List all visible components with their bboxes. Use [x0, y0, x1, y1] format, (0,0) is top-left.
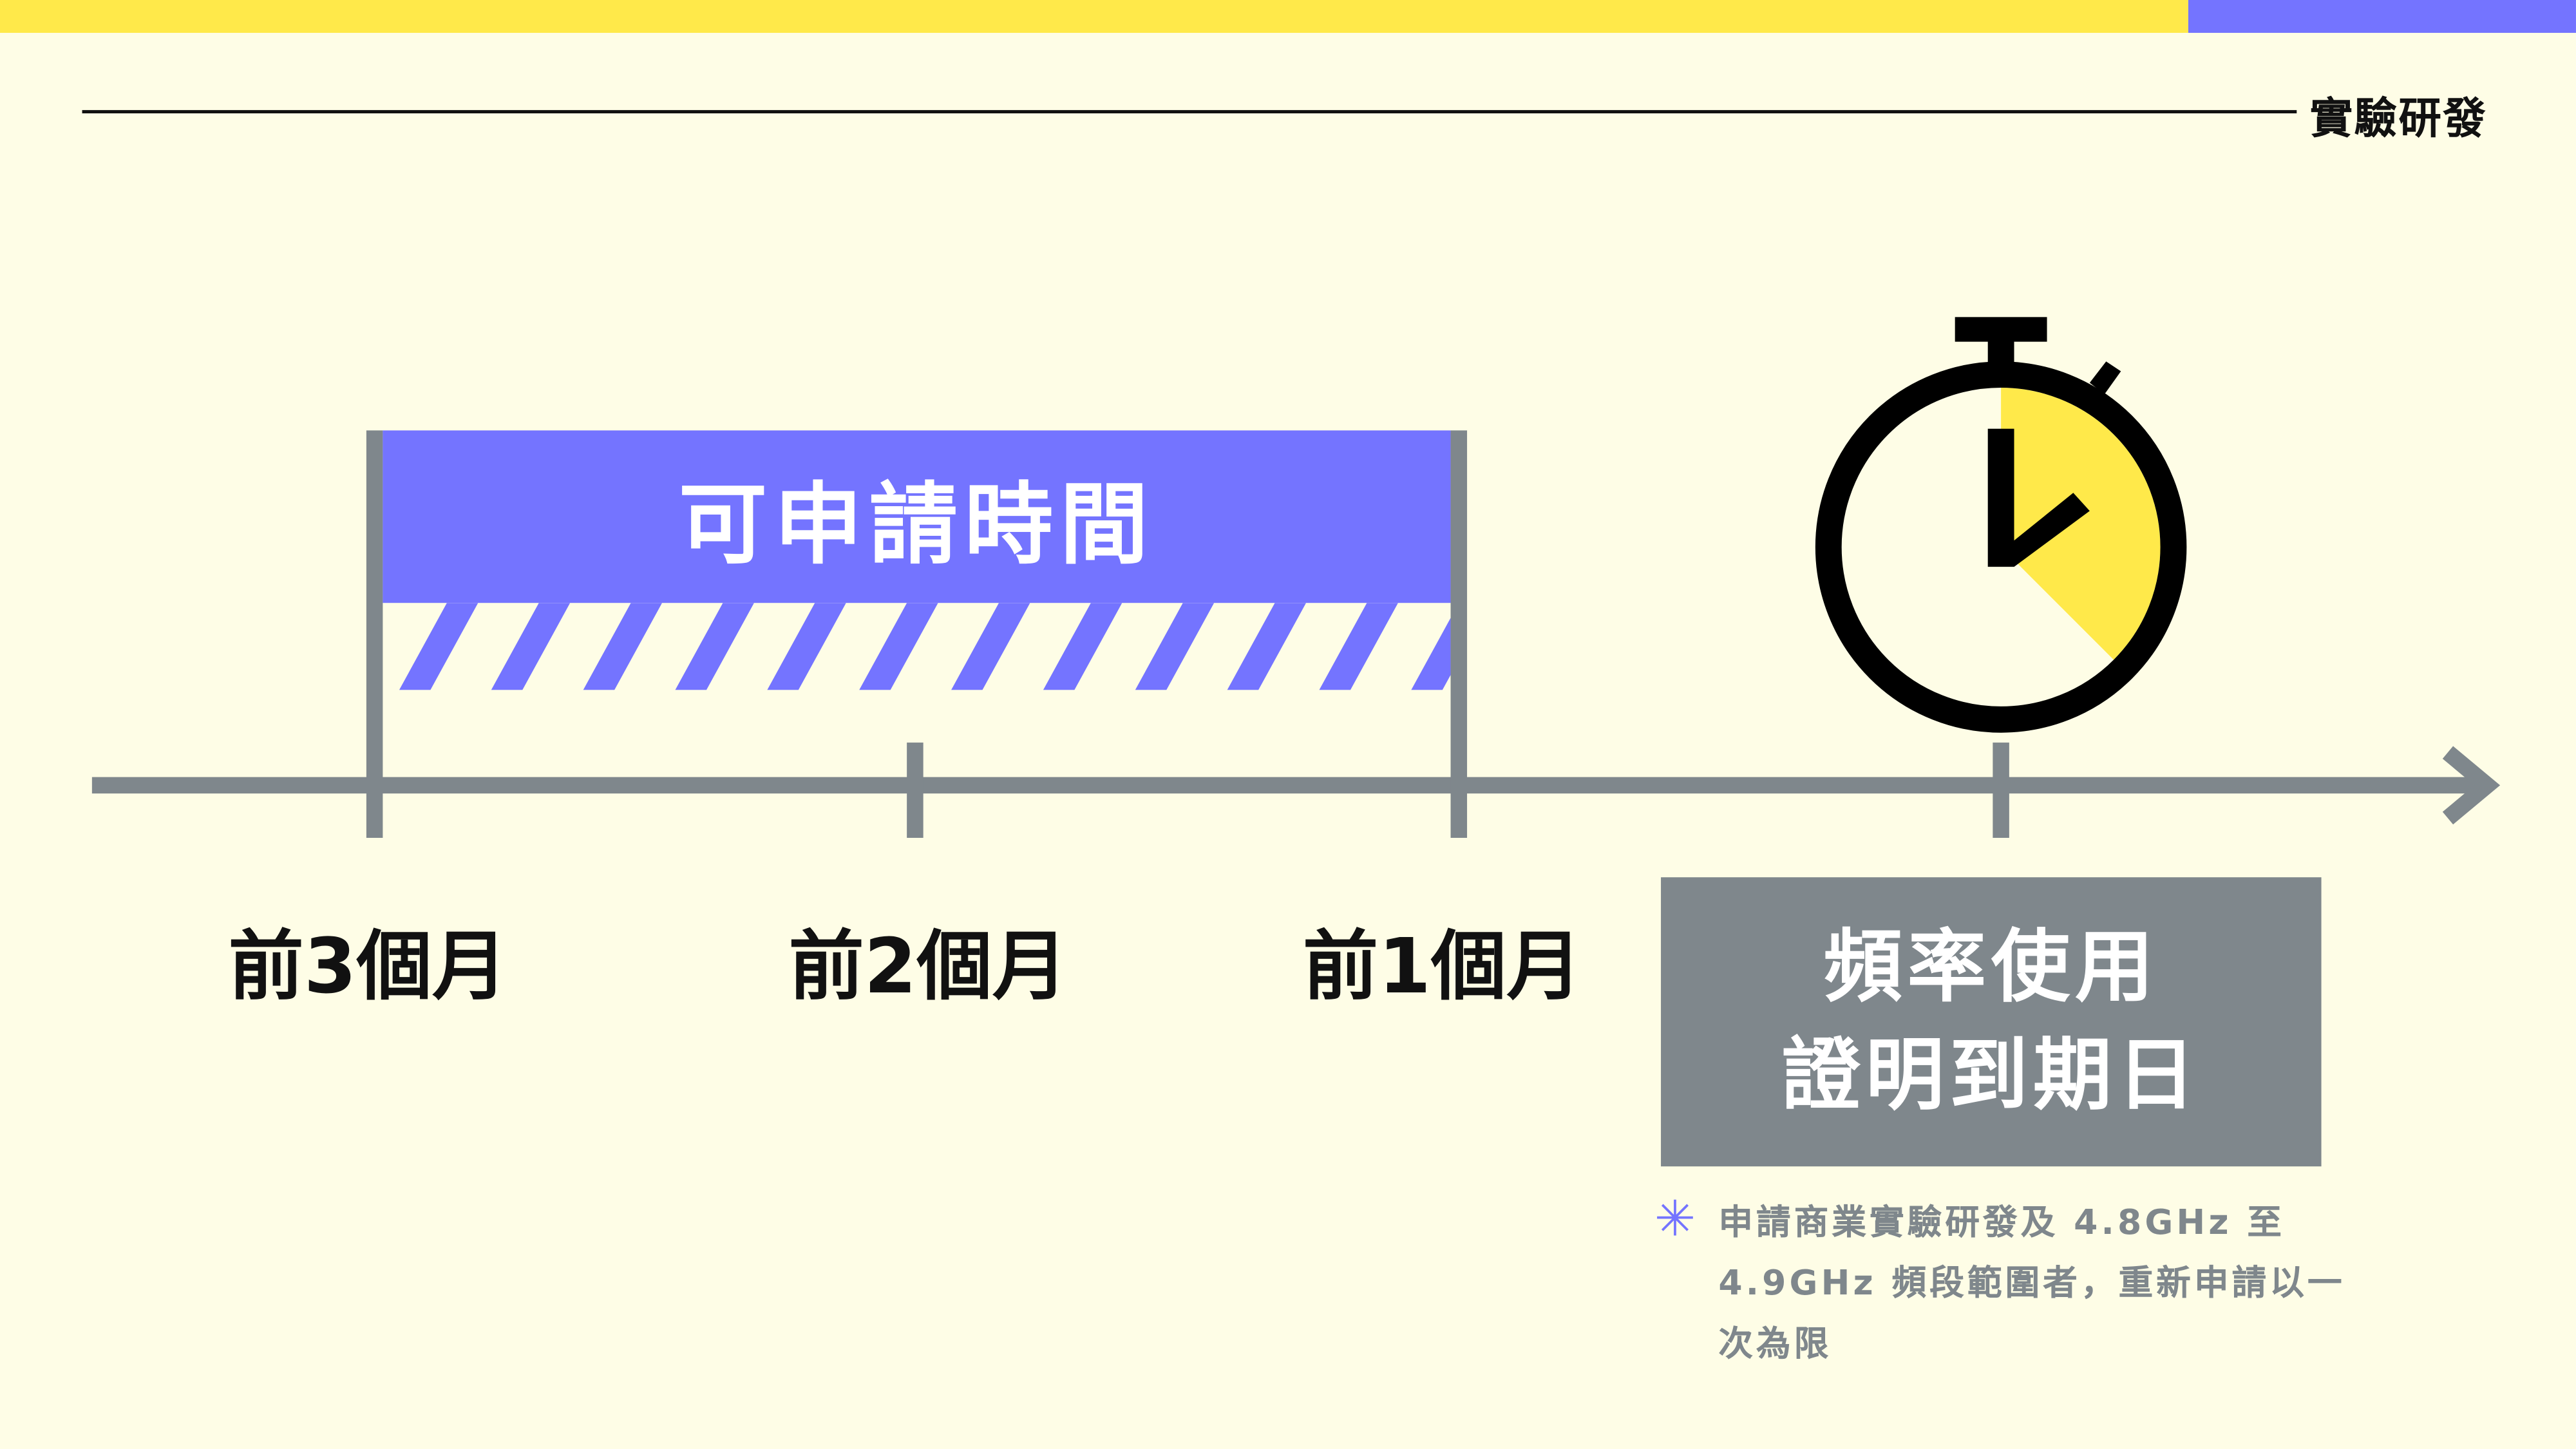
available-period-bar: 可申請時間: [383, 430, 1451, 603]
header-divider: [82, 109, 2297, 114]
stopwatch-icon: [1815, 317, 2187, 733]
footnote: 申請商業實驗研發及 4.8GHz 至 4.9GHz 頻段範圍者，重新申請以一次為…: [1718, 1202, 2345, 1364]
hatch-stripe: [399, 603, 478, 690]
hatch-stripe: [767, 603, 846, 690]
hatched-band: [399, 603, 1582, 690]
hatch-stripe: [675, 603, 754, 690]
expiry-line-2: 證明到期日: [1781, 1030, 2201, 1122]
arrow-head-icon: [2442, 746, 2501, 825]
hatch-stripe: [1135, 603, 1215, 690]
tick-expiry: [1993, 743, 2009, 838]
hatch-stripe: [859, 603, 938, 690]
available-period-label: 可申請時間: [678, 473, 1155, 577]
hatch-stripe: [1503, 603, 1582, 690]
top-accent-bar-purple: [2188, 0, 2576, 33]
tick-3-months: [366, 430, 383, 838]
hatch-stripe: [1319, 603, 1398, 690]
hatch-stripe: [1227, 603, 1307, 690]
asterisk-icon: ✳: [1654, 1191, 1696, 1249]
tick-2-months: [907, 743, 923, 838]
section-title: 實驗研發: [2309, 95, 2488, 145]
expiry-line-1: 頻率使用: [1823, 922, 2159, 1014]
expiry-date-box: 頻率使用 證明到期日: [1661, 877, 2322, 1167]
tick-1-month: [1450, 430, 1468, 838]
hatch-stripe: [1043, 603, 1122, 690]
timeline-axis: [91, 777, 2483, 794]
tick-label-2-months: 前2個月: [788, 922, 1068, 1010]
hatch-stripe: [583, 603, 663, 690]
hatch-stripe: [951, 603, 1030, 690]
top-accent-bar-yellow: [0, 0, 2188, 33]
tick-label-1-month: 前1個月: [1302, 922, 1582, 1010]
tick-label-3-months: 前3個月: [228, 922, 508, 1010]
hatch-stripe: [491, 603, 571, 690]
